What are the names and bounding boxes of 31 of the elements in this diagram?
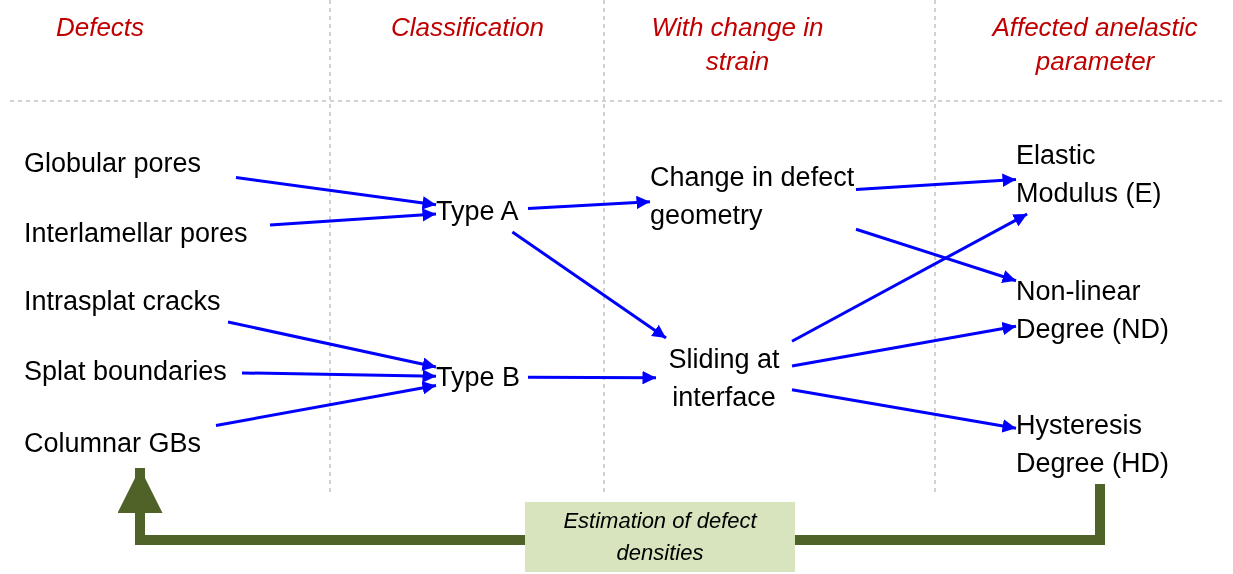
arrow xyxy=(855,227,1017,283)
node-label: Splat boundaries xyxy=(24,350,242,392)
arrow xyxy=(269,208,437,227)
arrow xyxy=(511,230,667,340)
node-label: Elastic Modulus (E) xyxy=(1016,134,1186,214)
node-label: Interlamellar pores xyxy=(24,212,270,254)
node-label: Type A xyxy=(436,190,528,232)
arrow xyxy=(528,370,656,385)
arrow xyxy=(241,369,437,383)
node-label: Intrasplat cracks xyxy=(24,280,238,322)
node-label: Sliding at interface xyxy=(656,338,792,418)
arrow xyxy=(235,176,437,210)
column-header: Classification xyxy=(389,11,546,44)
node-label: Globular pores xyxy=(24,142,236,184)
arrow xyxy=(855,173,1017,191)
note-box: Estimation of defect densities xyxy=(525,502,795,572)
arrow xyxy=(791,321,1017,368)
column-header: Affected anelastic parameter xyxy=(990,11,1199,78)
node-label: Columnar GBs xyxy=(24,418,216,468)
arrow xyxy=(227,320,437,371)
node-label: Change in defect geometry xyxy=(650,156,856,236)
node-label: Type B xyxy=(436,356,528,398)
column-header: Defects xyxy=(54,11,146,44)
arrow xyxy=(791,212,1028,343)
arrow xyxy=(117,468,525,545)
node-label: Non-linear Degree (ND) xyxy=(1016,270,1198,350)
column-header: With change in strain xyxy=(650,11,825,78)
arrow xyxy=(791,388,1017,433)
arrow xyxy=(527,195,651,210)
node-label: Hysteresis Degree (HD) xyxy=(1016,404,1198,484)
arrow xyxy=(215,381,437,427)
